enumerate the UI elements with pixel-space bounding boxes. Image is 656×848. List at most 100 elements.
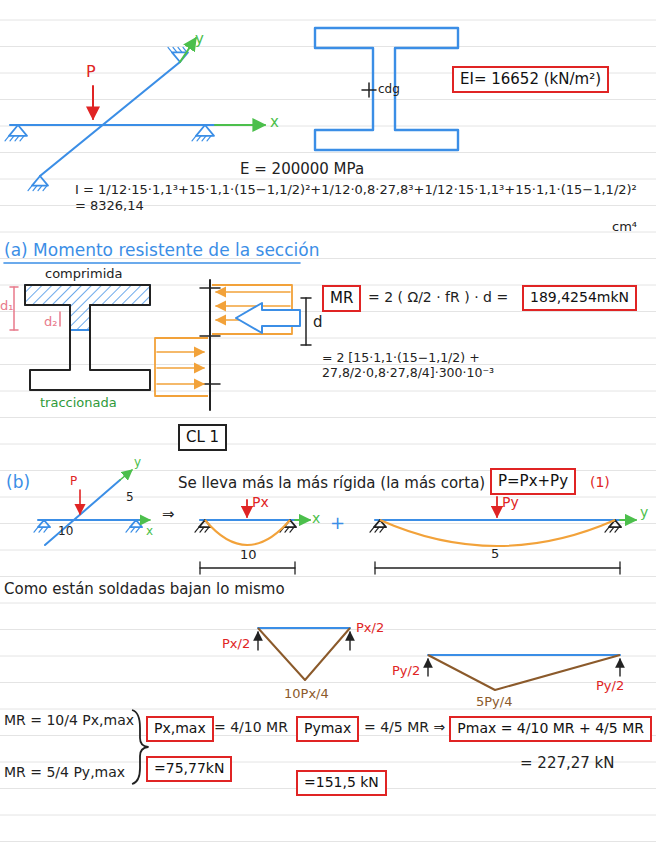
note-text: x bbox=[146, 524, 153, 538]
support-hatch bbox=[207, 136, 211, 141]
axis-y bbox=[180, 38, 196, 62]
load-arrow bbox=[92, 86, 94, 119]
beam-y bbox=[40, 62, 180, 176]
note-text: 10Px/4 bbox=[284, 686, 329, 702]
note-text: Como están soldadas bajan lo mismo bbox=[4, 580, 285, 598]
note-text: Px bbox=[252, 494, 269, 511]
support-hatch bbox=[28, 186, 32, 191]
ruled-line bbox=[0, 126, 656, 127]
note-text: Py/2 bbox=[392, 663, 420, 679]
note-text: traccionada bbox=[40, 395, 117, 411]
dim-d1 bbox=[13, 287, 15, 330]
ruled-line bbox=[0, 709, 656, 710]
ruled-line bbox=[0, 841, 656, 842]
ruled-line bbox=[0, 550, 656, 551]
reaction-arrow bbox=[619, 659, 620, 676]
note-text: 10 bbox=[58, 524, 73, 538]
note-text: MR = 10/4 Px,max bbox=[4, 712, 134, 729]
support-hatch bbox=[43, 186, 47, 191]
result-text: MR bbox=[330, 289, 353, 307]
span-line bbox=[200, 567, 295, 568]
result-box: 189,4254mkN bbox=[522, 285, 637, 311]
support-hatch bbox=[205, 527, 209, 532]
axis-x bbox=[295, 519, 310, 521]
tick bbox=[200, 287, 220, 289]
result-text: P=Px+Py bbox=[498, 472, 568, 490]
axis-x bbox=[140, 519, 150, 521]
support-hatch bbox=[44, 527, 48, 532]
support-hatch bbox=[375, 527, 379, 532]
note-text: y bbox=[134, 455, 141, 469]
ruled-line bbox=[0, 20, 656, 21]
ruled-line bbox=[0, 523, 656, 524]
stress-arrow bbox=[157, 351, 204, 353]
result-text: Pmax = 4/10 MR + 4/5 MR bbox=[457, 720, 644, 736]
axis-x bbox=[215, 124, 265, 126]
result-box: =151,5 kN bbox=[296, 770, 387, 796]
section-heading: (a) Momento resistente de la sección bbox=[4, 240, 319, 260]
ruled-line bbox=[0, 232, 656, 233]
stress-axis bbox=[209, 280, 211, 410]
note-text: comprimida bbox=[45, 266, 122, 282]
stress-arrow bbox=[216, 305, 290, 307]
dim-d1 bbox=[10, 329, 18, 331]
ruled-line bbox=[0, 338, 656, 339]
span-line bbox=[199, 562, 200, 574]
result-text: EI= 16652 (kN/m²) bbox=[460, 70, 601, 88]
ruled-line bbox=[0, 815, 656, 816]
note-text: 5 bbox=[126, 490, 134, 504]
tick bbox=[200, 335, 220, 337]
support-hatch bbox=[192, 136, 196, 141]
note-text: Se lleva más la más rígida (la más corta… bbox=[178, 474, 485, 492]
section-outline bbox=[25, 285, 150, 390]
axis-y bbox=[620, 519, 636, 521]
result-box: MR bbox=[322, 285, 361, 312]
support-hatch bbox=[605, 527, 609, 532]
support-hatch bbox=[15, 136, 19, 141]
note-text: d bbox=[313, 313, 323, 331]
support-hatch bbox=[168, 47, 172, 52]
support-hatch bbox=[126, 527, 130, 532]
result-text: =75,77kN bbox=[154, 760, 224, 776]
reaction-arrow bbox=[427, 659, 428, 676]
ruled-line bbox=[0, 99, 656, 100]
deflection-curve bbox=[205, 520, 290, 545]
support-hatch bbox=[10, 136, 14, 141]
ruled-line bbox=[0, 417, 656, 418]
reaction-arrow bbox=[349, 632, 350, 650]
beam-x bbox=[200, 519, 295, 521]
beam-line bbox=[258, 627, 350, 629]
result-text: Pymax bbox=[304, 720, 351, 736]
support-hatch bbox=[200, 527, 204, 532]
note-text: x bbox=[270, 113, 279, 131]
result-box: CL 1 bbox=[178, 424, 227, 451]
result-text: Px,max bbox=[154, 720, 206, 736]
note-text: MR = 5/4 Py,max bbox=[4, 764, 125, 781]
beam-line bbox=[428, 654, 620, 656]
section-heading: (b) bbox=[6, 472, 30, 492]
ruled-line bbox=[0, 444, 656, 445]
pin-support bbox=[196, 125, 214, 136]
result-text: CL 1 bbox=[186, 428, 219, 446]
note-text: x bbox=[312, 510, 320, 527]
support-hatch bbox=[370, 527, 374, 532]
support-hatch bbox=[33, 186, 37, 191]
moment-diagram bbox=[258, 628, 350, 680]
ruled-line bbox=[0, 497, 656, 498]
lever-arm bbox=[301, 297, 311, 299]
ruled-line bbox=[0, 656, 656, 657]
result-text: =151,5 kN bbox=[304, 774, 379, 790]
support-hatch bbox=[20, 136, 24, 141]
support-hatch bbox=[136, 527, 140, 532]
support-hatch bbox=[178, 47, 182, 52]
support-hatch bbox=[131, 527, 135, 532]
note-text: = 227,27 kN bbox=[520, 754, 615, 772]
note-text: = 2 ( Ω/2 · fR ) · d = bbox=[368, 289, 508, 306]
dim-d1 bbox=[10, 286, 18, 288]
note-text: d₁ bbox=[0, 298, 13, 314]
pin-support bbox=[38, 520, 50, 527]
note-text: I = 1/12·15·1,1³+15·1,1·(15−1,1/2)²+1/12… bbox=[75, 182, 645, 213]
ruled-line bbox=[0, 682, 656, 683]
support-hatch bbox=[202, 136, 206, 141]
note-text: + bbox=[330, 512, 345, 534]
